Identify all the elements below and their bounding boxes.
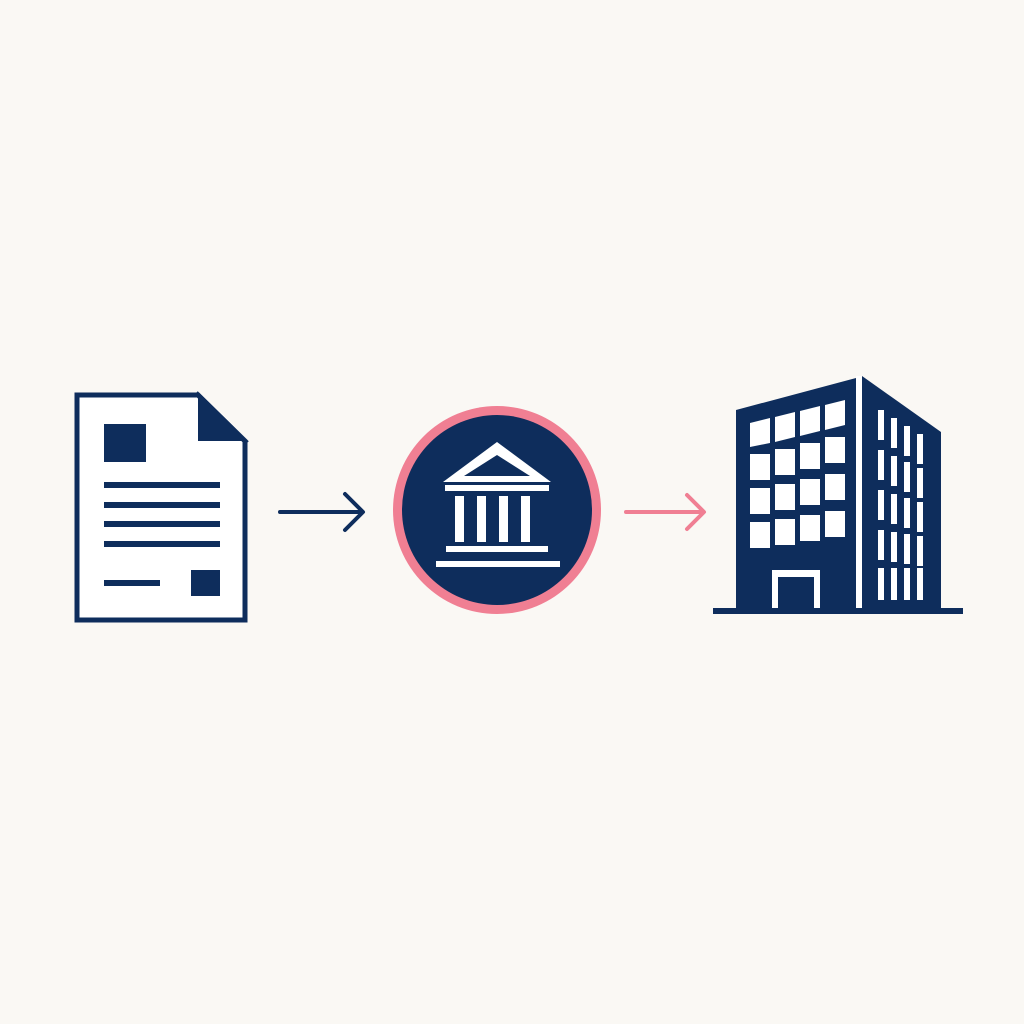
bank-icon <box>393 406 601 614</box>
document-icon <box>74 391 249 623</box>
office-building-icon <box>713 376 963 614</box>
arrow-right-icon <box>624 493 706 531</box>
arrow-right-icon <box>278 492 365 532</box>
